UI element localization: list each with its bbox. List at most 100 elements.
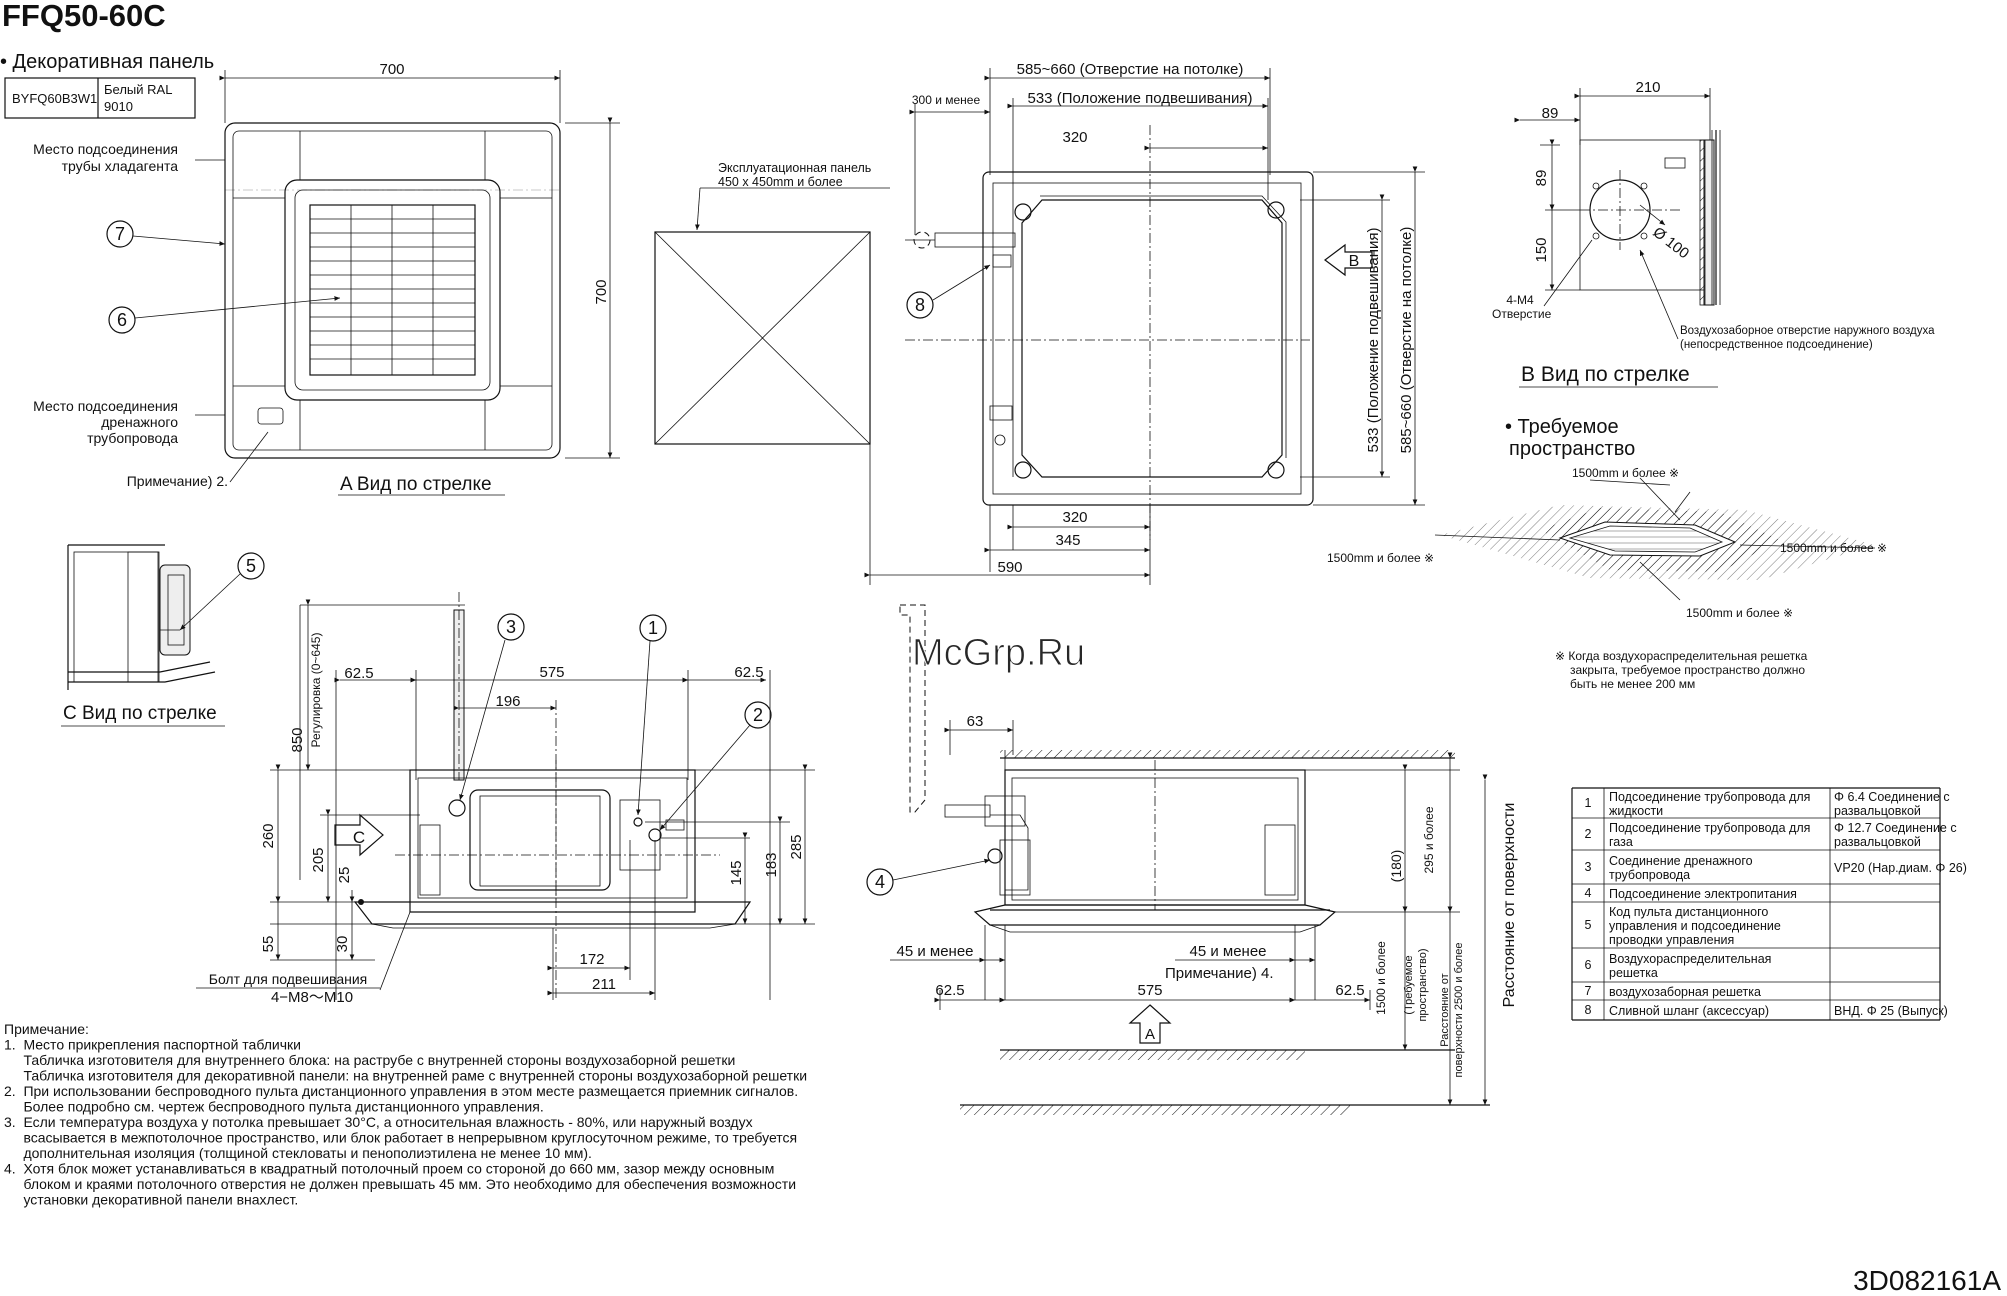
callout-6: 6 [108,296,341,334]
dim-183: 183 [763,852,780,877]
callout-1: 1 [635,614,667,816]
dim-63: 63 [967,713,984,730]
view-c-drawing [67,544,216,690]
space-note-1: ※ Когда воздухораспределительная решетка [1555,649,1808,663]
note-line: дополнительная изоляция (толщиной стекло… [4,1145,592,1161]
adjust-range-label: Регулировка (0~645) [309,633,323,748]
dim-320-top: 320 [1062,129,1087,146]
dim-285: 285 [788,834,805,859]
dim-dia-100: Ø 100 [1650,224,1693,263]
note-line: Табличка изготовителя для декоративной п… [4,1068,807,1084]
parts-row-spec: ВНД. Φ 25 (Выпуск) [1834,1004,1948,1018]
callout-3: 3 [459,613,525,801]
notes-heading: Примечание: [4,1021,89,1037]
svg-text:5: 5 [246,556,256,576]
dim-196: 196 [495,693,520,710]
space-left-label: 1500mm и более ※ [1327,551,1434,565]
svg-text:4: 4 [875,872,885,892]
parts-row-name: Соединение дренажного [1609,854,1753,868]
dim-side-62-5-left: 62.5 [935,982,964,999]
bolt-label-2: 4−M8〜M10 [271,989,353,1006]
svg-text:8: 8 [915,295,925,315]
parts-row-number: 6 [1585,958,1592,972]
dim-260: 260 [260,823,277,848]
drain-label-2: дренажного [101,414,178,430]
parts-row-spec: развальцовкой [1834,835,1921,849]
dim-1500-min: 1500 и более [1374,941,1388,1015]
panel-model-table: BYFQ60B3W1 Белый RAL 9010 [4,77,196,119]
parts-row-name: проводки управления [1609,933,1734,947]
space-note-2: закрыта, требуемое пространство должно [1570,663,1805,677]
ceiling-top-view [864,68,1425,585]
note-4-label: Примечание) 4. [1165,965,1274,982]
note-line: 2. При использовании беспроводного пульт… [4,1083,798,1099]
note-line: блоком и краями потолочного отверстия не… [4,1176,796,1192]
parts-row-spec: VP20 (Нар.диам. Φ 26) [1834,861,1967,875]
watermark: McGrp.Ru [912,632,1085,674]
parts-row-name: воздухозаборная решетка [1609,985,1761,999]
parts-row-name: жидкости [1609,804,1663,818]
dim-opening-top: 585~660 (Отверстие на потолке) [1017,61,1244,78]
svg-text:7: 7 [115,224,125,244]
doc-code: 3D082161A [1853,1265,2001,1296]
arrow-c-label: C [353,828,365,847]
parts-row-name: Воздухораспределительная [1609,952,1771,966]
dim-590: 590 [997,559,1022,576]
dim-150: 150 [1533,237,1550,262]
dim-211: 211 [592,976,616,993]
dim-hang-vertical: 533 (Положение подвешивания) [1365,228,1382,453]
panel-model: BYFQ60B3W1 [12,91,97,106]
parts-row-number: 5 [1585,918,1592,932]
svg-text:6: 6 [117,310,127,330]
parts-row-name: Код пульта дистанционного [1609,905,1768,919]
callout-2: 2 [659,701,772,831]
dim-205: 205 [310,847,327,872]
refrigerant-label-2: трубы хладагента [62,158,179,174]
parts-row-name: трубопровода [1609,868,1690,882]
space-note-3: быть не менее 200 мм [1570,677,1695,691]
m4-label-2: Отверстие [1492,307,1552,321]
required-space-label-2: пространство) [1417,948,1429,1021]
dim-89-vertical: 89 [1533,170,1550,187]
dim-side-575: 575 [1137,982,1162,999]
arrow-b-label: B [1349,253,1360,270]
surface-distance-label: Расстояние от поверхности [1501,803,1518,1008]
parts-row-number: 1 [1585,796,1592,810]
callout-4: 4 [866,858,991,896]
parts-row-name: Подсоединение трубопровода для [1609,821,1810,835]
dim-opening-vertical: 585~660 (Отверстие на потолке) [1398,227,1415,454]
decorative-panel-drawing: 700 700 [219,61,620,459]
dim-front-62-5-left: 62.5 [344,665,373,682]
page-title: FFQ50-60C [2,0,166,33]
note-2-label: Примечание) 2. [127,473,228,489]
bolt-label-1: Болт для подвешивания [209,971,368,987]
parts-row-name: решетка [1609,966,1658,980]
dim-295-min: 295 и более [1422,806,1436,873]
dim-850: 850 [289,727,306,752]
dim-55: 55 [260,936,277,953]
dim-180: (180) [1388,850,1404,883]
notes-block: Примечание:1. Место прикрепления паспорт… [4,1021,807,1208]
dim-front-575: 575 [539,664,564,681]
required-space-drawing [1434,477,1876,601]
space-heading-2: пространство [1509,438,1635,460]
space-top-label: 1500mm и более ※ [1572,466,1679,480]
parts-row-spec: развальцовкой [1834,804,1921,818]
floor-distance-label-1: Расстояние от [1439,973,1451,1046]
note-line: всасывается в межпотолочное пространство… [4,1130,797,1146]
dim-700-side: 700 [593,279,610,304]
dim-345: 345 [1055,532,1080,549]
dim-172: 172 [579,951,604,968]
callout-8: 8 [906,264,991,319]
parts-row-spec: Φ 6.4 Соединение с [1834,790,1950,804]
refrigerant-label-1: Место подсоединения [33,141,178,157]
parts-row-name: управления и подсоединение [1609,919,1781,933]
dim-89-horizontal: 89 [1542,105,1559,122]
